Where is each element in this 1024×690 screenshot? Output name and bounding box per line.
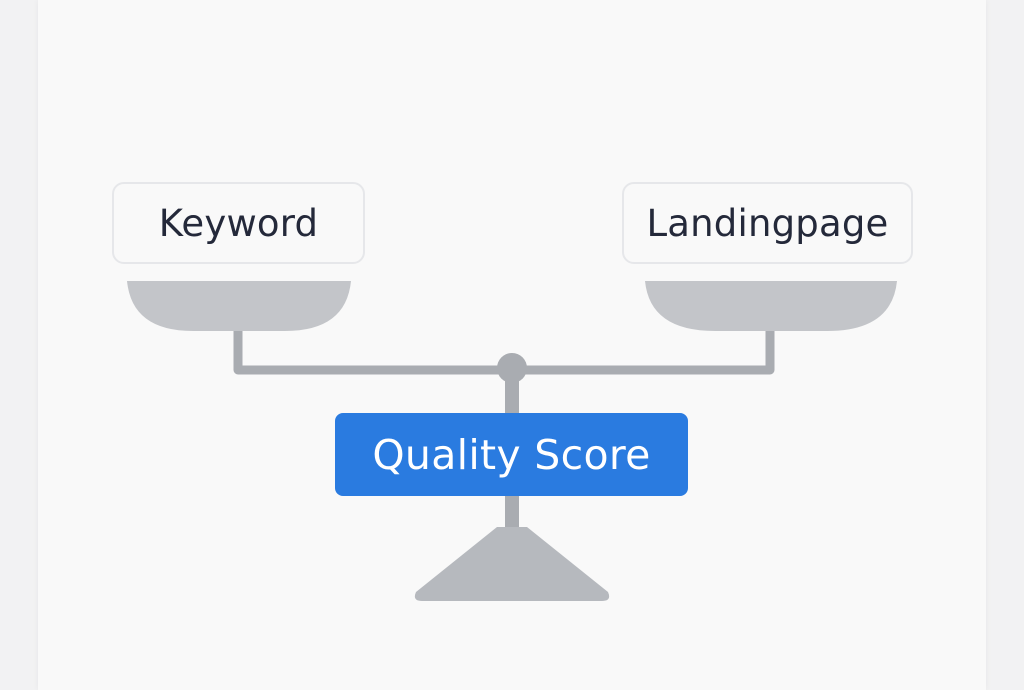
- left-hanger: [233, 325, 517, 375]
- quality-score-label: Quality Score: [372, 430, 651, 479]
- pivot-knob: [497, 353, 527, 383]
- right-pan: [645, 281, 897, 331]
- landingpage-label: Landingpage: [646, 201, 889, 245]
- keyword-label: Keyword: [158, 201, 319, 245]
- quality-score-badge: Quality Score: [335, 413, 688, 496]
- left-pan: [127, 281, 351, 331]
- keyword-box: Keyword: [112, 182, 365, 264]
- landingpage-box: Landingpage: [622, 182, 913, 264]
- right-hanger: [507, 325, 775, 375]
- scale-base: [414, 527, 610, 601]
